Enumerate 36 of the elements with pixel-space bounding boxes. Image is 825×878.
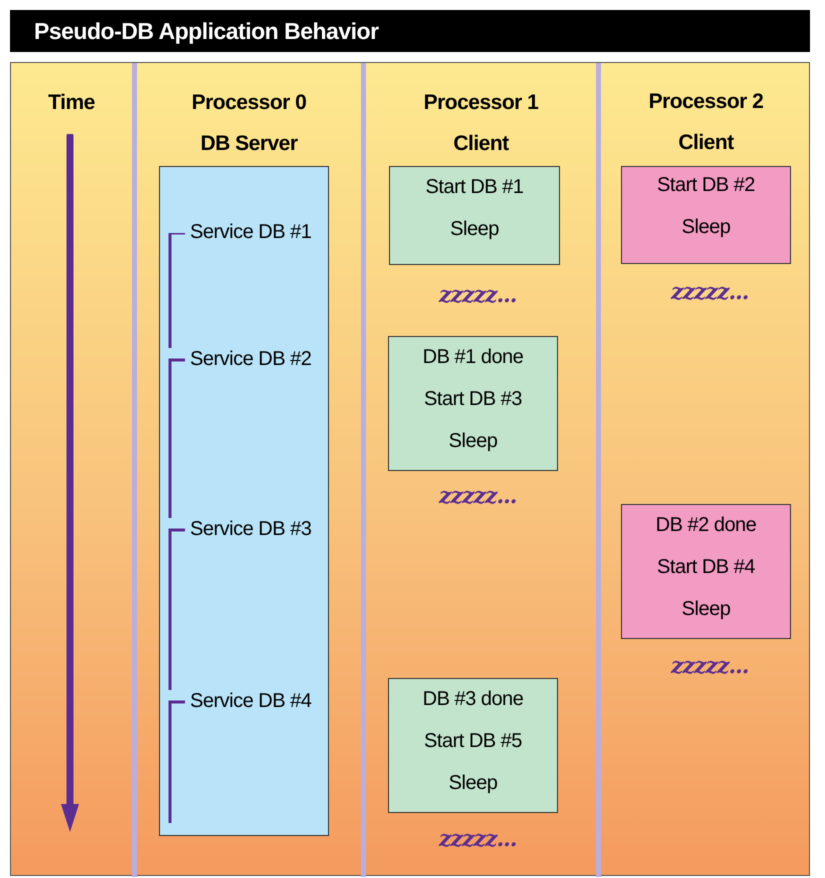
- task-text: Start DB #5: [423, 730, 523, 753]
- task-text: Start DB #2: [656, 174, 756, 197]
- server-box: [159, 166, 329, 836]
- process-box: [388, 336, 558, 471]
- sleep-text: zzzzz...: [439, 282, 516, 308]
- task-text: DB #2 done: [654, 514, 758, 537]
- title-bar: Pseudo-DB Application Behavior: [10, 10, 810, 52]
- task-text: Start DB #3: [423, 388, 523, 411]
- sleep-text: zzzzz...: [671, 653, 748, 679]
- column-heading: Processor 1: [422, 91, 540, 115]
- task-text: Sleep: [680, 216, 732, 239]
- column-heading: Client: [677, 131, 735, 155]
- column-heading: DB Server: [199, 132, 299, 156]
- task-text: Sleep: [448, 430, 498, 453]
- column-heading: Time: [47, 91, 96, 115]
- task-text: Sleep: [448, 772, 498, 795]
- process-box: [621, 504, 791, 639]
- process-box: [389, 166, 560, 265]
- task-text: Service DB #1: [190, 221, 312, 244]
- sleep-text: zzzzz...: [439, 483, 516, 509]
- task-text: DB #1 done: [422, 346, 524, 369]
- sleep-text: zzzzz...: [671, 279, 748, 305]
- column-heading: Client: [452, 132, 510, 156]
- task-text: Sleep: [680, 598, 732, 621]
- sleep-text: zzzzz...: [439, 826, 516, 852]
- task-text: Service DB #3: [190, 518, 312, 541]
- task-text: DB #3 done: [422, 688, 524, 711]
- process-box: [621, 166, 791, 264]
- task-text: Service DB #2: [190, 348, 312, 371]
- task-text: Service DB #4: [190, 690, 312, 713]
- column-heading: Processor 2: [648, 90, 764, 114]
- task-text: Sleep: [449, 218, 500, 241]
- process-box: [388, 678, 558, 813]
- task-text: Start DB #1: [424, 176, 524, 199]
- column-heading: Processor 0: [190, 91, 308, 115]
- task-text: Start DB #4: [656, 556, 756, 579]
